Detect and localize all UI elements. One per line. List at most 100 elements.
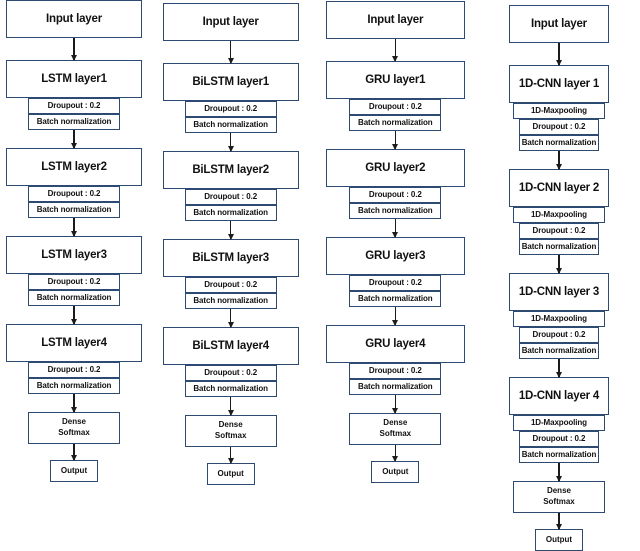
connector-arrow — [229, 397, 232, 415]
input-layer-box: Input layer — [162, 3, 299, 41]
dropout-box-1: Droupout : 0.2 — [184, 101, 277, 117]
layer-box-1: GRU layer1 — [325, 61, 465, 99]
output-box: Output — [534, 529, 583, 551]
batchnorm-box-4: Batch normalization — [349, 379, 442, 395]
input-layer-box: Input layer — [325, 1, 465, 39]
connector-arrow — [558, 43, 560, 65]
connector-arrow — [558, 463, 560, 481]
layer-box-2: GRU layer2 — [325, 149, 465, 187]
dropout-box-4: Droupout : 0.2 — [518, 431, 599, 447]
connector-arrow — [229, 133, 232, 151]
dense-label: Dense — [383, 418, 408, 428]
output-box: Output — [50, 460, 98, 482]
layer-box-3: BiLSTM layer3 — [162, 239, 299, 277]
batchnorm-box-1: Batch normalization — [349, 115, 442, 131]
batchnorm-box-2: Batch normalization — [349, 203, 442, 219]
connector-arrow — [394, 39, 397, 61]
batchnorm-box-2: Batch normalization — [184, 205, 277, 221]
output-box: Output — [371, 461, 420, 483]
dropout-box-1: Droupout : 0.2 — [349, 99, 442, 115]
layer-box-2: 1D-CNN layer 2 — [508, 169, 609, 207]
layer-box-4: GRU layer4 — [325, 325, 465, 363]
softmax-label: Softmax — [58, 428, 90, 437]
layer-box-3: LSTM layer3 — [6, 236, 142, 274]
dropout-box-2: Droupout : 0.2 — [28, 186, 120, 202]
dense-label: Dense — [61, 417, 86, 427]
maxpooling-box-3: 1D-Maxpooling — [512, 311, 605, 327]
batchnorm-box-3: Batch normalization — [349, 291, 442, 307]
dropout-box-4: Droupout : 0.2 — [349, 363, 442, 379]
dropout-box-3: Droupout : 0.2 — [349, 275, 442, 291]
batchnorm-box-1: Batch normalization — [518, 135, 599, 151]
connector-arrow — [229, 447, 232, 463]
dropout-box-2: Droupout : 0.2 — [518, 223, 599, 239]
maxpooling-box-2: 1D-Maxpooling — [512, 207, 605, 223]
connector-arrow — [73, 306, 75, 324]
layer-box-4: 1D-CNN layer 4 — [508, 377, 609, 415]
dropout-box-4: Droupout : 0.2 — [184, 365, 277, 381]
connector-arrow — [558, 513, 560, 529]
batchnorm-box-4: Batch normalization — [518, 447, 599, 463]
softmax-label: Softmax — [543, 497, 575, 506]
dropout-box-3: Droupout : 0.2 — [518, 327, 599, 343]
batchnorm-box-4: Batch normalization — [28, 378, 120, 394]
dropout-box-3: Droupout : 0.2 — [184, 277, 277, 293]
dropout-box-3: Droupout : 0.2 — [28, 274, 120, 290]
input-layer-box: Input layer — [6, 0, 142, 38]
dropout-box-2: Droupout : 0.2 — [184, 189, 277, 205]
connector-arrow — [558, 255, 560, 273]
layer-box-1: BiLSTM layer1 — [162, 63, 299, 101]
softmax-label: Softmax — [214, 431, 247, 440]
connector-arrow — [558, 359, 560, 377]
connector-arrow — [73, 444, 75, 460]
connector-arrow — [394, 307, 397, 325]
batchnorm-box-3: Batch normalization — [518, 343, 599, 359]
output-box: Output — [206, 463, 255, 485]
connector-arrow — [394, 131, 397, 149]
layer-box-3: GRU layer3 — [325, 237, 465, 275]
connector-arrow — [229, 41, 232, 63]
connector-arrow — [394, 219, 397, 237]
input-layer-box: Input layer — [508, 5, 609, 43]
maxpooling-box-1: 1D-Maxpooling — [512, 103, 605, 119]
dense-label: Dense — [218, 420, 243, 430]
batchnorm-box-1: Batch normalization — [184, 117, 277, 133]
connector-arrow — [73, 130, 75, 148]
connector-arrow — [558, 151, 560, 169]
dense-label: Dense — [546, 486, 571, 496]
layer-box-2: LSTM layer2 — [6, 148, 142, 186]
layer-box-4: BiLSTM layer4 — [162, 327, 299, 365]
batchnorm-box-2: Batch normalization — [28, 202, 120, 218]
layer-box-2: BiLSTM layer2 — [162, 151, 299, 189]
batchnorm-box-1: Batch normalization — [28, 114, 120, 130]
dropout-box-1: Droupout : 0.2 — [28, 98, 120, 114]
layer-box-1: LSTM layer1 — [6, 60, 142, 98]
connector-arrow — [229, 221, 232, 239]
layer-box-4: LSTM layer4 — [6, 324, 142, 362]
layer-box-1: 1D-CNN layer 1 — [508, 65, 609, 103]
batchnorm-box-3: Batch normalization — [184, 293, 277, 309]
connector-arrow — [73, 394, 75, 412]
